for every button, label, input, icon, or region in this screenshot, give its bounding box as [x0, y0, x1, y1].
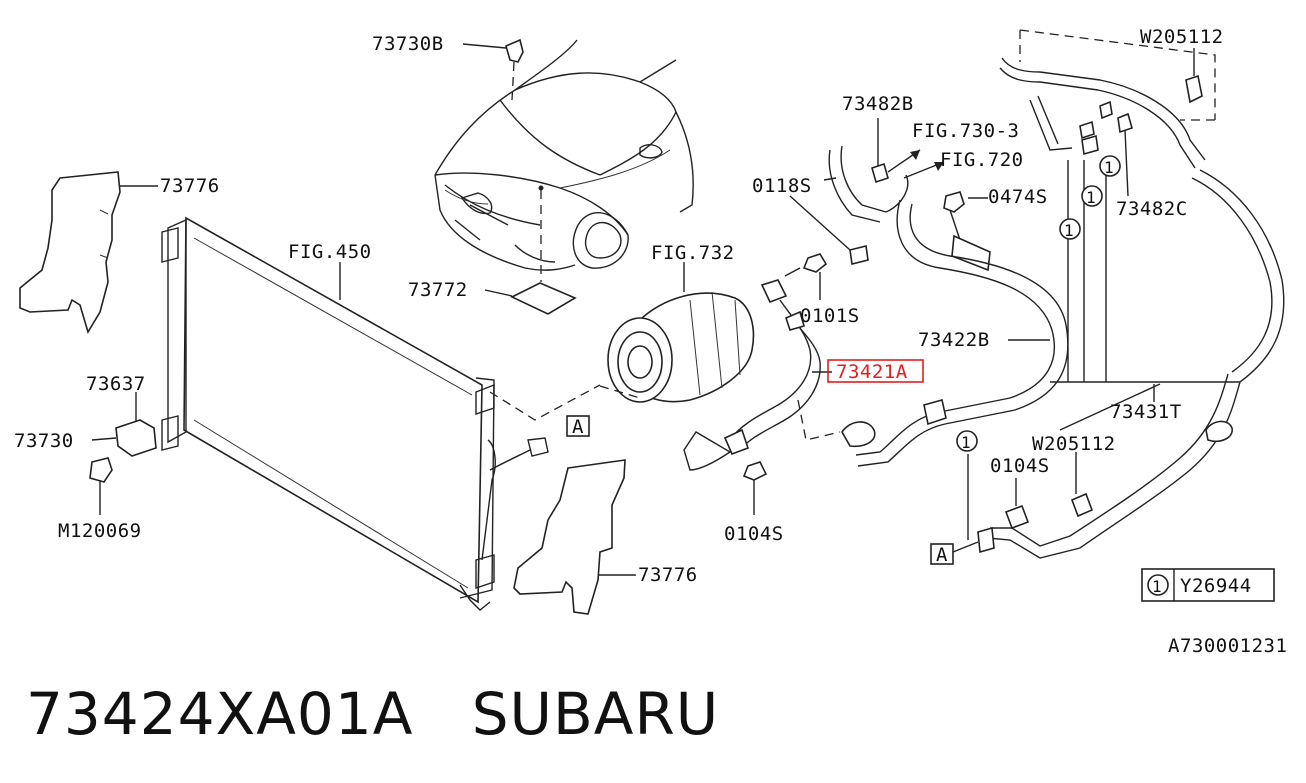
circle-marker-1a: 1	[1104, 158, 1114, 177]
vehicle-outline	[434, 39, 694, 271]
pipe-assembly-73431T	[967, 29, 1285, 559]
label-M120069: M120069	[58, 520, 142, 542]
label-73637: 73637	[86, 373, 146, 395]
baffle-73776-top	[19, 171, 158, 334]
label-73421A: 73421A	[836, 361, 908, 383]
diagram-id: A730001231	[1168, 635, 1287, 657]
label-0104S-center: 0104S	[724, 523, 784, 545]
baffle-73776-bottom	[513, 459, 636, 615]
label-73422B: 73422B	[918, 329, 990, 351]
bolt-0104S-center	[742, 461, 768, 515]
legend-code: Y26944	[1180, 575, 1252, 597]
caption-brand: SUBARU	[471, 680, 720, 748]
compressor-fig732	[607, 262, 755, 403]
label-W205112-top: W205112	[1140, 26, 1224, 48]
hood-clip-73730B	[462, 38, 524, 101]
label-fig732: FIG.732	[651, 242, 735, 264]
label-73431T: 73431T	[1110, 401, 1182, 423]
bolt-0101S	[784, 253, 828, 300]
label-0474S: 0474S	[988, 186, 1048, 208]
label-W205112-mid: W205112	[1032, 433, 1116, 455]
label-0104S-right: 0104S	[990, 455, 1050, 477]
caption: 73424XA01A SUBARU	[26, 680, 719, 748]
label-73482B: 73482B	[842, 93, 914, 115]
pad-73772	[484, 185, 577, 315]
label-73776-bottom: 73776	[638, 564, 698, 586]
label-73730: 73730	[14, 430, 74, 452]
label-73730B: 73730B	[372, 33, 444, 55]
circle-marker-1b: 1	[1086, 188, 1096, 207]
circle-marker-1c: 1	[1064, 221, 1074, 240]
ref-box-A-left	[566, 415, 590, 437]
label-fig720: FIG.720	[940, 149, 1024, 171]
ref-A-right: A	[936, 544, 948, 566]
ref-A-left: A	[572, 416, 584, 438]
label-fig450: FIG.450	[288, 241, 372, 263]
condenser-fig450	[161, 216, 496, 611]
hose-73421A	[683, 279, 841, 471]
label-73482C: 73482C	[1116, 198, 1188, 220]
label-73776-top: 73776	[160, 175, 220, 197]
circle-marker-1d: 1	[961, 433, 971, 452]
label-0118S: 0118S	[752, 175, 812, 197]
legend-box	[1141, 568, 1275, 602]
label-73772: 73772	[408, 279, 468, 301]
pipe-assembly-upper	[789, 118, 991, 272]
legend-number: 1	[1152, 577, 1162, 596]
caption-part-number: 73424XA01A	[26, 680, 414, 748]
label-0101S: 0101S	[800, 305, 860, 327]
hose-73422B	[841, 199, 1069, 467]
label-fig730-3: FIG.730-3	[912, 120, 1019, 142]
bracket-73637	[89, 392, 157, 515]
highlight-box-73421A	[827, 359, 924, 383]
ref-box-A-right	[930, 543, 954, 565]
